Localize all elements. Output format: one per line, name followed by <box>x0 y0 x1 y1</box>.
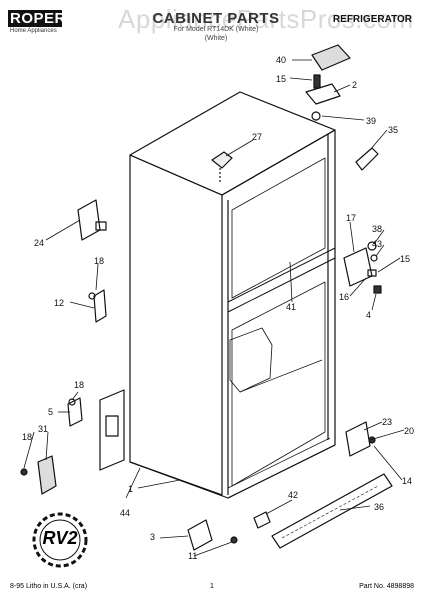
toe-grille-part <box>271 473 393 549</box>
callout-3: 3 <box>150 532 156 542</box>
callout-1: 1 <box>128 484 134 494</box>
callout-27: 27 <box>252 132 263 142</box>
left-bracket-part <box>93 289 107 323</box>
plug-button-part <box>211 151 233 169</box>
callout-16: 16 <box>339 292 350 302</box>
brand-subtitle: Home Appliances <box>10 28 57 34</box>
hinge-screw <box>313 74 321 89</box>
footer-print-code: 8-95 Litho in U.S.A. (cra) <box>10 583 88 590</box>
category-label: REFRIGERATOR <box>332 14 412 25</box>
callout-14: 14 <box>402 476 413 486</box>
callout-23: 23 <box>382 417 393 427</box>
cabinet-left-side <box>129 154 223 496</box>
hinge-pin-part <box>355 147 379 171</box>
callout-5: 5 <box>48 407 54 417</box>
top-hinge-part <box>305 83 341 105</box>
door-stop-part <box>77 199 101 241</box>
cabinet-top <box>129 91 336 196</box>
callout-41: 41 <box>286 302 297 312</box>
footer-part-number: Part No. 4898898 <box>359 583 414 590</box>
freezer-opening <box>231 157 326 299</box>
callout-15-mid: 15 <box>400 254 411 264</box>
callout-40: 40 <box>276 55 287 65</box>
callout-2: 2 <box>352 80 358 90</box>
callout-20: 20 <box>404 426 415 436</box>
leveling-leg-part <box>187 519 213 551</box>
grille-clip-part <box>253 511 271 529</box>
model-line: For Model RT14DK (White) <box>173 26 259 33</box>
color-line: (White) <box>204 35 228 42</box>
watermark: AppliancePartsPros.com <box>118 4 414 34</box>
divider-bar <box>227 247 336 313</box>
callout-44: 44 <box>120 508 131 518</box>
brand-logo <box>8 10 62 27</box>
access-plate <box>99 389 125 471</box>
callout-4: 4 <box>366 310 372 320</box>
page-title: CABINET PARTS <box>152 10 280 27</box>
callout-31: 31 <box>38 424 49 434</box>
brand-name: ROPER <box>10 10 66 27</box>
callout-18-bottom: 18 <box>22 432 33 442</box>
callout-12: 12 <box>54 298 65 308</box>
callout-18-lower: 18 <box>74 380 85 390</box>
callout-38: 38 <box>372 224 383 234</box>
callout-43: 43 <box>372 239 383 249</box>
interior-liner <box>229 327 273 393</box>
callout-24: 24 <box>34 238 45 248</box>
revision-stamp <box>32 512 88 568</box>
callout-17: 17 <box>346 213 357 223</box>
hinge-cover-part <box>311 44 351 71</box>
revision-stamp-text: RV2 <box>42 528 78 548</box>
callout-15-top: 15 <box>276 74 287 84</box>
cabinet-front-frame <box>221 129 336 499</box>
cabinet-bottom <box>129 444 336 499</box>
callout-39: 39 <box>366 116 377 126</box>
leveling-foot-part <box>37 455 57 495</box>
fresh-food-opening <box>231 281 326 487</box>
footer-page-number: 1 <box>210 583 214 590</box>
callout-18-upper: 18 <box>94 256 105 266</box>
center-hinge-part <box>343 247 373 287</box>
callout-42: 42 <box>288 490 299 500</box>
bottom-hinge-part <box>345 421 371 457</box>
lower-bracket-part <box>67 397 83 427</box>
callout-35: 35 <box>388 125 399 135</box>
callout-11: 11 <box>188 551 198 561</box>
callout-36: 36 <box>374 502 385 512</box>
